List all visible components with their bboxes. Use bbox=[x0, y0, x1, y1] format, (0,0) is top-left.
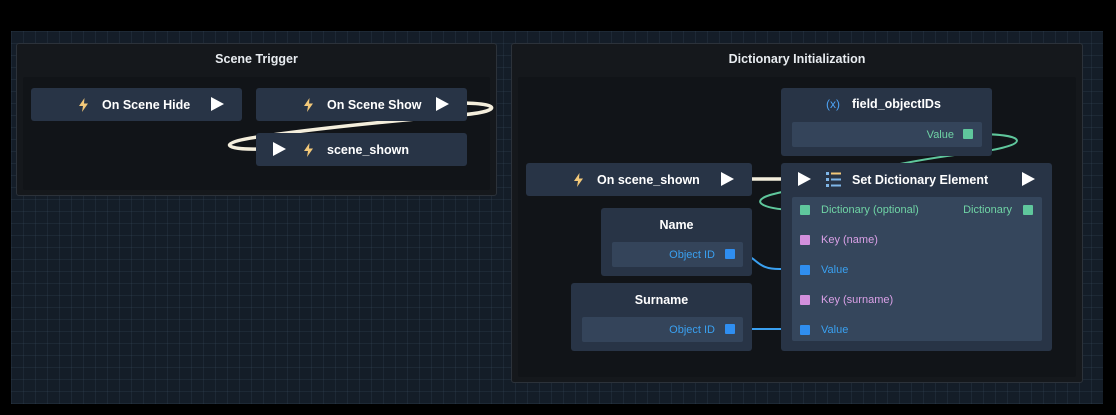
dictionary-output-port[interactable] bbox=[1023, 205, 1033, 215]
node-surname[interactable]: Surname Object ID bbox=[571, 283, 752, 351]
node-field-object-ids[interactable]: (x) field_objectIDs Value bbox=[781, 88, 992, 156]
node-on-scene-shown[interactable]: On scene_shown bbox=[526, 163, 752, 196]
dictionary-input-port[interactable] bbox=[800, 205, 810, 215]
value-surname-label: Value bbox=[821, 324, 849, 336]
flow-input-port[interactable] bbox=[273, 142, 286, 156]
key-name-label: Key (name) bbox=[821, 234, 878, 246]
lightning-icon bbox=[573, 163, 584, 196]
value-output-row: Value bbox=[792, 122, 982, 147]
node-on-scene-hide[interactable]: On Scene Hide bbox=[31, 88, 242, 121]
key-surname-label: Key (surname) bbox=[821, 294, 894, 306]
key-surname-input-port[interactable] bbox=[800, 295, 810, 305]
node-ports-panel bbox=[792, 197, 1042, 341]
key-name-input-port[interactable] bbox=[800, 235, 810, 245]
node-set-dictionary-element[interactable]: Set Dictionary Element Dictionary (optio… bbox=[781, 163, 1052, 351]
node-title: field_objectIDs bbox=[852, 97, 941, 111]
value-name-label: Value bbox=[821, 264, 849, 276]
flow-input-port[interactable] bbox=[798, 172, 811, 186]
object-id-output-row: Object ID bbox=[582, 317, 743, 342]
lightning-icon bbox=[78, 88, 89, 121]
node-title: scene_shown bbox=[327, 142, 409, 157]
node-title: On Scene Show bbox=[327, 97, 422, 112]
lightning-icon bbox=[303, 88, 314, 121]
value-surname-input-port[interactable] bbox=[800, 325, 810, 335]
list-icon bbox=[826, 172, 842, 190]
node-on-scene-show[interactable]: On Scene Show bbox=[256, 88, 467, 121]
value-name-input-port[interactable] bbox=[800, 265, 810, 275]
node-name[interactable]: Name Object ID bbox=[601, 208, 752, 276]
object-id-output-port[interactable] bbox=[725, 249, 735, 259]
object-id-output-row: Object ID bbox=[612, 242, 743, 267]
node-title: On scene_shown bbox=[597, 172, 700, 187]
value-output-port[interactable] bbox=[963, 129, 973, 139]
node-title: Name bbox=[659, 218, 694, 232]
dictionary-input-label: Dictionary (optional) bbox=[821, 204, 919, 216]
port-label: Object ID bbox=[669, 323, 715, 336]
port-label: Object ID bbox=[669, 248, 715, 261]
group-title: Scene Trigger bbox=[215, 52, 298, 66]
port-label: Value bbox=[926, 128, 954, 141]
node-title: Set Dictionary Element bbox=[852, 173, 989, 187]
flow-output-port[interactable] bbox=[721, 172, 734, 186]
node-title: On Scene Hide bbox=[102, 97, 191, 112]
node-scene-shown[interactable]: scene_shown bbox=[256, 133, 467, 166]
dictionary-output-label: Dictionary bbox=[963, 204, 1012, 216]
flow-output-port[interactable] bbox=[211, 97, 224, 111]
flow-output-port[interactable] bbox=[1022, 172, 1035, 186]
object-id-output-port[interactable] bbox=[725, 324, 735, 334]
node-title: Surname bbox=[634, 293, 689, 307]
lightning-icon bbox=[303, 133, 314, 166]
variable-icon: (x) bbox=[826, 97, 840, 111]
group-title: Dictionary Initialization bbox=[728, 52, 866, 66]
flow-output-port[interactable] bbox=[436, 97, 449, 111]
